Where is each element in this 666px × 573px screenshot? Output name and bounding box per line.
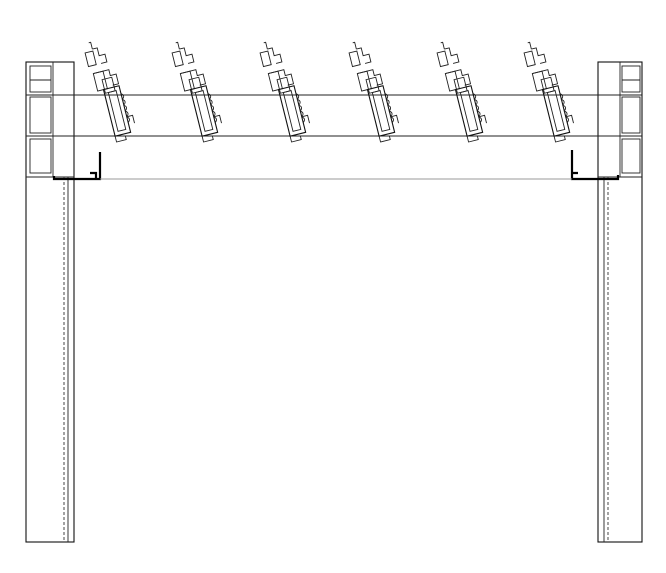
left-bracket <box>52 152 102 181</box>
left-frame-post <box>25 61 75 543</box>
right-frame-post <box>597 61 643 543</box>
right-bracket <box>570 150 620 181</box>
louvre-blade-1 <box>82 36 139 145</box>
louvre-blade-2 <box>169 36 226 145</box>
louvre-blade-4 <box>346 36 403 145</box>
louvre-blade-5 <box>434 36 491 145</box>
louvre-blade-3 <box>257 36 314 145</box>
louvre-blade-6 <box>521 36 578 145</box>
